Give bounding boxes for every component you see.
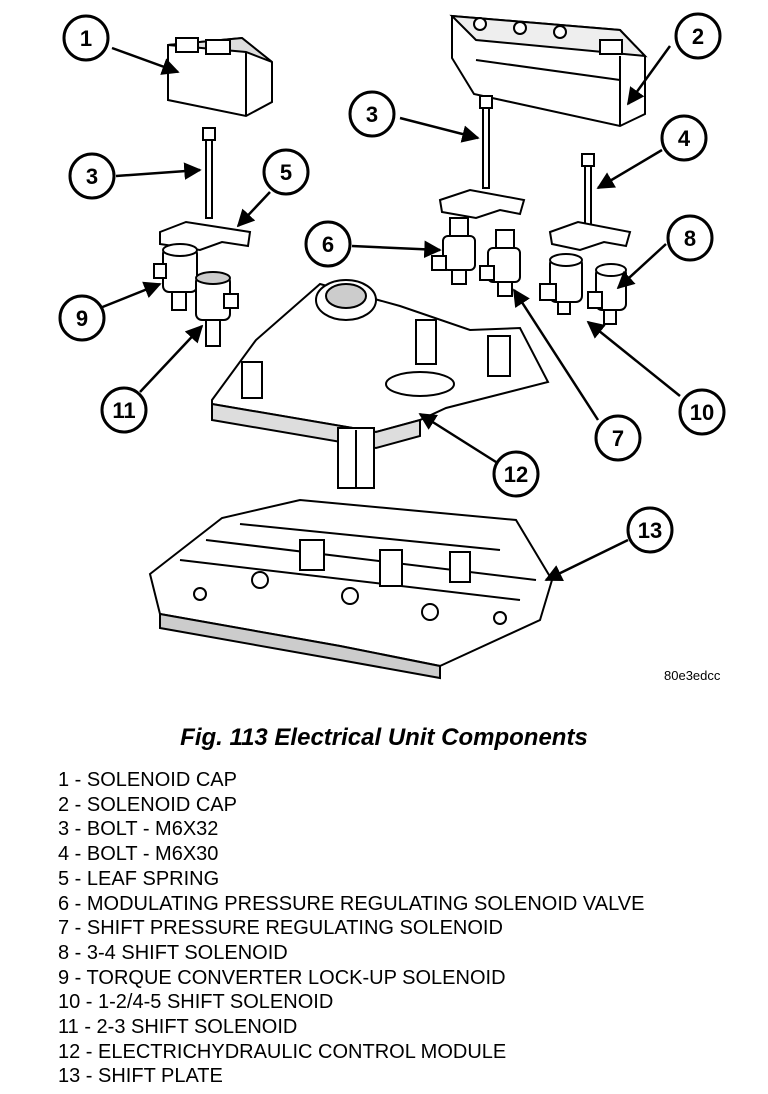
svg-text:1: 1 bbox=[80, 26, 92, 51]
solenoid-9 bbox=[153, 243, 198, 311]
svg-text:3: 3 bbox=[366, 102, 378, 127]
callout-13: 13 bbox=[626, 506, 674, 554]
callout-5: 5 bbox=[262, 148, 310, 196]
leaf-spring-right bbox=[548, 220, 632, 252]
svg-text:4: 4 bbox=[678, 126, 691, 151]
callout-4: 4 bbox=[660, 114, 708, 162]
callout-3-right: 3 bbox=[348, 90, 396, 138]
svg-text:10: 10 bbox=[690, 400, 714, 425]
solenoid-6 bbox=[431, 217, 476, 285]
legend-item: 12 - ELECTRICHYDRAULIC CONTROL MODULE bbox=[58, 1040, 507, 1063]
callout-9: 9 bbox=[58, 294, 106, 342]
legend-item: 3 - BOLT - M6X32 bbox=[58, 818, 219, 841]
svg-text:13: 13 bbox=[638, 518, 662, 543]
callout-8: 8 bbox=[666, 214, 714, 262]
parts-legend: 1 - SOLENOID CAP 2 - SOLENOID CAP 3 - BO… bbox=[58, 768, 644, 1089]
figure-caption: Fig. 113 Electrical Unit Components bbox=[180, 724, 588, 751]
legend-item: 6 - MODULATING PRESSURE REGULATING SOLEN… bbox=[58, 892, 645, 915]
solenoid-cap-2 bbox=[449, 14, 648, 128]
legend-item: 13 - SHIFT PLATE bbox=[58, 1065, 223, 1088]
callout-6: 6 bbox=[304, 220, 352, 268]
svg-text:12: 12 bbox=[504, 462, 528, 487]
callout-7: 7 bbox=[594, 414, 642, 462]
legend-item: 9 - TORQUE CONVERTER LOCK-UP SOLENOID bbox=[58, 966, 506, 989]
leaf-spring-middle bbox=[438, 188, 526, 220]
svg-text:3: 3 bbox=[86, 164, 98, 189]
electrohydraulic-control-module bbox=[211, 279, 550, 489]
leaf-spring-left bbox=[159, 220, 252, 252]
svg-text:5: 5 bbox=[280, 160, 292, 185]
callout-1: 1 bbox=[62, 14, 110, 62]
legend-item: 10 - 1-2/4-5 SHIFT SOLENOID bbox=[58, 991, 334, 1014]
svg-text:11: 11 bbox=[112, 398, 135, 423]
exploded-view-diagram: 1 2 3 3 4 5 6 7 8 9 10 11 bbox=[58, 12, 726, 680]
legend-item: 1 - SOLENOID CAP bbox=[58, 769, 237, 791]
callout-2: 2 bbox=[674, 12, 722, 60]
bolt-m6x32-left bbox=[202, 127, 216, 219]
figure-code: 80e3edcc bbox=[664, 668, 721, 683]
legend-item: 2 - SOLENOID CAP bbox=[58, 793, 237, 816]
bolt-m6x32-right bbox=[479, 95, 493, 189]
solenoid-cap-1 bbox=[167, 36, 273, 118]
svg-text:7: 7 bbox=[612, 426, 624, 451]
legend-item: 11 - 2-3 SHIFT SOLENOID bbox=[58, 1016, 298, 1039]
svg-text:2: 2 bbox=[692, 24, 704, 49]
solenoid-11 bbox=[195, 271, 239, 347]
callout-10: 10 bbox=[678, 388, 726, 436]
legend-item: 5 - LEAF SPRING bbox=[58, 867, 220, 890]
solenoid-7 bbox=[479, 229, 521, 297]
callout-11: 11 bbox=[100, 386, 148, 434]
legend-item: 7 - SHIFT PRESSURE REGULATING SOLENOID bbox=[58, 917, 503, 940]
shift-plate bbox=[148, 498, 554, 680]
solenoid-8-10-a bbox=[539, 253, 583, 315]
svg-text:8: 8 bbox=[684, 226, 696, 251]
legend-item: 4 - BOLT - M6X30 bbox=[58, 843, 219, 866]
callout-12: 12 bbox=[492, 450, 540, 498]
svg-text:6: 6 bbox=[322, 232, 334, 257]
legend-item: 8 - 3-4 SHIFT SOLENOID bbox=[58, 941, 288, 964]
callout-3-left: 3 bbox=[68, 152, 116, 200]
bolt-m6x30 bbox=[581, 153, 595, 227]
leader-lines bbox=[99, 45, 681, 582]
svg-text:9: 9 bbox=[76, 306, 88, 331]
solenoid-8-10-b bbox=[587, 263, 627, 325]
